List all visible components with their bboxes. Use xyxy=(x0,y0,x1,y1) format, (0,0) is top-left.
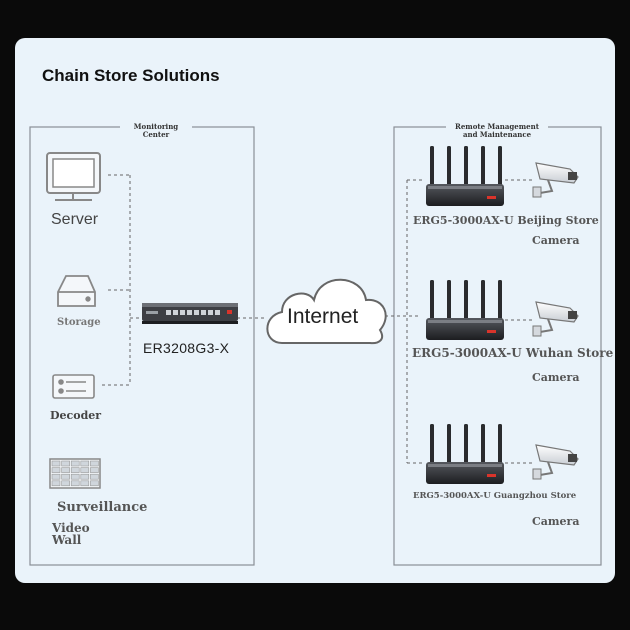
right-connectors xyxy=(406,179,533,464)
internet-label: Internet xyxy=(287,305,359,328)
store-router-icon xyxy=(426,424,504,484)
store-router-icon xyxy=(426,146,504,206)
decoder-icon xyxy=(52,374,95,399)
wuhan-store-label: ERG5-3000AX-U Wuhan Store xyxy=(412,346,614,360)
store-router-icon xyxy=(426,280,504,340)
monitoring-center-heading: Monitoring Center xyxy=(133,122,179,139)
store-routers xyxy=(426,146,504,484)
storage-icon xyxy=(57,275,96,307)
remote-management-heading: Remote Management and Maintenance xyxy=(455,122,539,139)
internet-cloud-icon xyxy=(266,278,387,345)
decoder-label: Decoder xyxy=(50,409,102,422)
core-router-label: ER3208G3-X xyxy=(143,340,230,356)
guangzhou-camera-label: Camera xyxy=(532,515,580,528)
surveillance-label: Surveillance xyxy=(57,500,148,515)
page-title: Chain Store Solutions xyxy=(42,66,220,85)
core-router-icon xyxy=(142,303,238,324)
video-wall-label: Video Wall xyxy=(52,521,90,547)
guangzhou-store-label: ERG5-3000AX-U Guangzhou Store xyxy=(413,491,577,501)
store-cameras xyxy=(532,162,579,480)
server-label: Server xyxy=(51,211,99,228)
storage-label: Storage xyxy=(57,317,101,328)
camera-icon xyxy=(532,444,579,480)
server-icon xyxy=(46,152,101,201)
camera-icon xyxy=(532,162,579,198)
wuhan-camera-label: Camera xyxy=(532,371,580,384)
beijing-camera-label: Camera xyxy=(532,234,580,247)
video-wall-icon xyxy=(49,458,101,489)
beijing-store-label: ERG5-3000AX-U Beijing Store xyxy=(413,214,599,227)
camera-icon xyxy=(532,301,579,337)
